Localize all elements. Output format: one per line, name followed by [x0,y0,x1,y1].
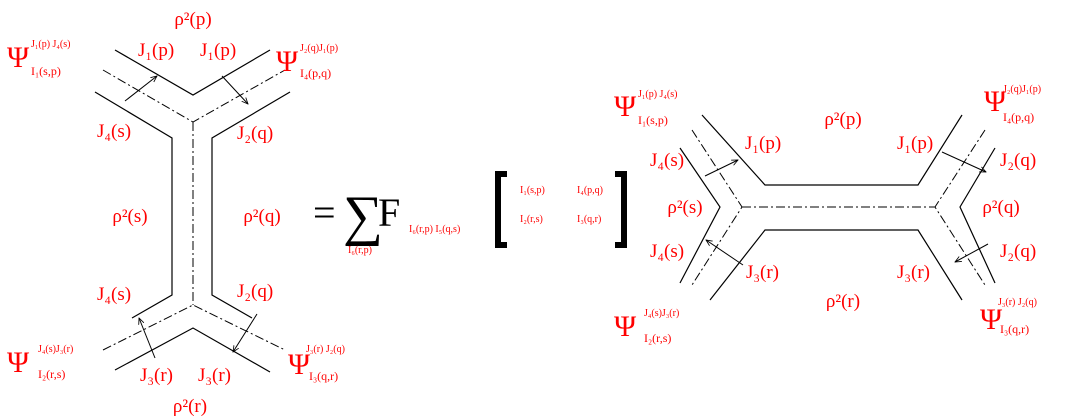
rho-top-label: ρ²(p) [174,9,211,30]
psi-subscript: I₃(q,r) [1000,322,1029,336]
psi-bottom-right: Ψ J₃(r) J₂(q) I₃(q,r) [980,297,1037,336]
psi-top-right: Ψ J₂(q)J₁(p) I₄(p,q) [276,43,338,80]
j2-label: J₂(q) [1000,241,1036,262]
rho-bottom-label: ρ²(r) [826,291,860,312]
rho-right-label: ρ²(q) [243,206,280,227]
right-graph-dashdot [691,129,986,286]
j1-label: J₁(p) [200,40,236,61]
sum-subscript: I₆(r,p) [348,245,372,256]
f-subscript: I₆(r,p) I₅(q,s) [409,224,460,235]
j2-label: J₂(q) [237,281,273,302]
psi-subscript: I₁(s,p) [31,64,61,78]
sum-symbol: ∑ [343,185,383,247]
f-symbol: F [378,190,400,235]
psi-symbol: Ψ [614,310,637,343]
psi-superscript: J₂(q)J₁(p) [1003,84,1041,95]
equals-sign: = [313,190,336,235]
matrix-entry: I₂(r,s) [520,214,543,225]
equation: = ∑ I₆(r,p) F I₆(r,p) I₅(q,s) I₁(s,p) I₄… [313,171,627,256]
left-graph-arrows [124,76,258,359]
matrix-left-bracket [495,171,507,248]
psi-bottom-left: Ψ J₄(s)J₃(r) I₂(r,s) [7,344,73,381]
left-graph: ρ²(p) ρ²(s) ρ²(q) ρ²(r) J₁(p) J₁(p) J₄(s… [7,9,345,416]
matrix-entry: I₁(s,p) [520,185,545,196]
psi-superscript: J₃(r) J₂(q) [998,297,1037,308]
psi-superscript: J₃(r) J₂(q) [306,344,345,355]
right-graph-arrows [704,151,989,266]
j1-label: J₁(p) [897,133,933,154]
right-graph-edges [679,114,996,301]
j3-label: J₃(r) [746,262,779,283]
psi-bottom-right: Ψ J₃(r) J₂(q) I₃(q,r) [288,344,345,383]
j3-label: J₃(r) [897,262,930,283]
rho-right-label: ρ²(q) [982,197,1019,218]
psi-symbol: Ψ [984,85,1007,118]
psi-symbol: Ψ [980,303,1003,336]
psi-symbol: Ψ [7,41,30,74]
rho-left-label: ρ²(s) [112,206,147,227]
j1-label: J₁(p) [138,40,174,61]
psi-subscript: I₂(r,s) [38,367,65,381]
psi-symbol: Ψ [276,45,299,78]
psi-top-left: Ψ J₁(p) J₄(s) I₁(s,p) [7,39,70,78]
j4-label: J₄(s) [97,284,131,305]
j4-label: J₄(s) [650,241,684,262]
psi-superscript: J₂(q)J₁(p) [300,43,338,54]
psi-top-right: Ψ J₂(q)J₁(p) I₄(p,q) [984,84,1041,124]
rho-bottom-label: ρ²(r) [173,396,207,416]
j4-label: J₄(s) [650,150,684,171]
psi-subscript: I₄(p,q) [300,66,331,80]
matrix: I₁(s,p) I₄(p,q) I₂(r,s) I₃(q,r) [495,171,627,248]
j1-label: J₁(p) [745,133,781,154]
psi-subscript: I₃(q,r) [309,369,338,383]
rho-top-label: ρ²(p) [824,109,861,130]
psi-bottom-left: Ψ J₄(s)J₃(r) I₂(r,s) [614,308,679,345]
j3-label: J₃(r) [140,365,173,386]
psi-superscript: J₄(s)J₃(r) [38,344,73,355]
j3-label: J₃(r) [198,365,231,386]
psi-symbol: Ψ [7,346,30,379]
psi-superscript: J₁(p) J₄(s) [31,39,70,50]
psi-subscript: I₁(s,p) [638,113,668,127]
psi-superscript: J₁(p) J₄(s) [638,89,677,100]
psi-symbol: Ψ [614,90,637,123]
left-graph-edges [94,49,291,373]
right-graph: ρ²(p) ρ²(s) ρ²(q) ρ²(r) J₁(p) J₁(p) J₄(s… [614,84,1041,345]
psi-subscript: I₂(r,s) [644,331,671,345]
j2-label: J₂(q) [1000,150,1036,171]
psi-top-left: Ψ J₁(p) J₄(s) I₁(s,p) [614,89,677,127]
j4-label: J₄(s) [97,121,131,142]
left-graph-dashdot [102,69,286,351]
j2-label: J₂(q) [237,123,273,144]
psi-subscript: I₄(p,q) [1003,110,1034,124]
matrix-entry: I₄(p,q) [577,185,603,196]
rho-left-label: ρ²(s) [667,197,702,218]
matrix-entry: I₃(q,r) [577,214,601,225]
psi-symbol: Ψ [288,348,311,381]
matrix-right-bracket [615,171,627,248]
psi-superscript: J₄(s)J₃(r) [644,308,679,319]
